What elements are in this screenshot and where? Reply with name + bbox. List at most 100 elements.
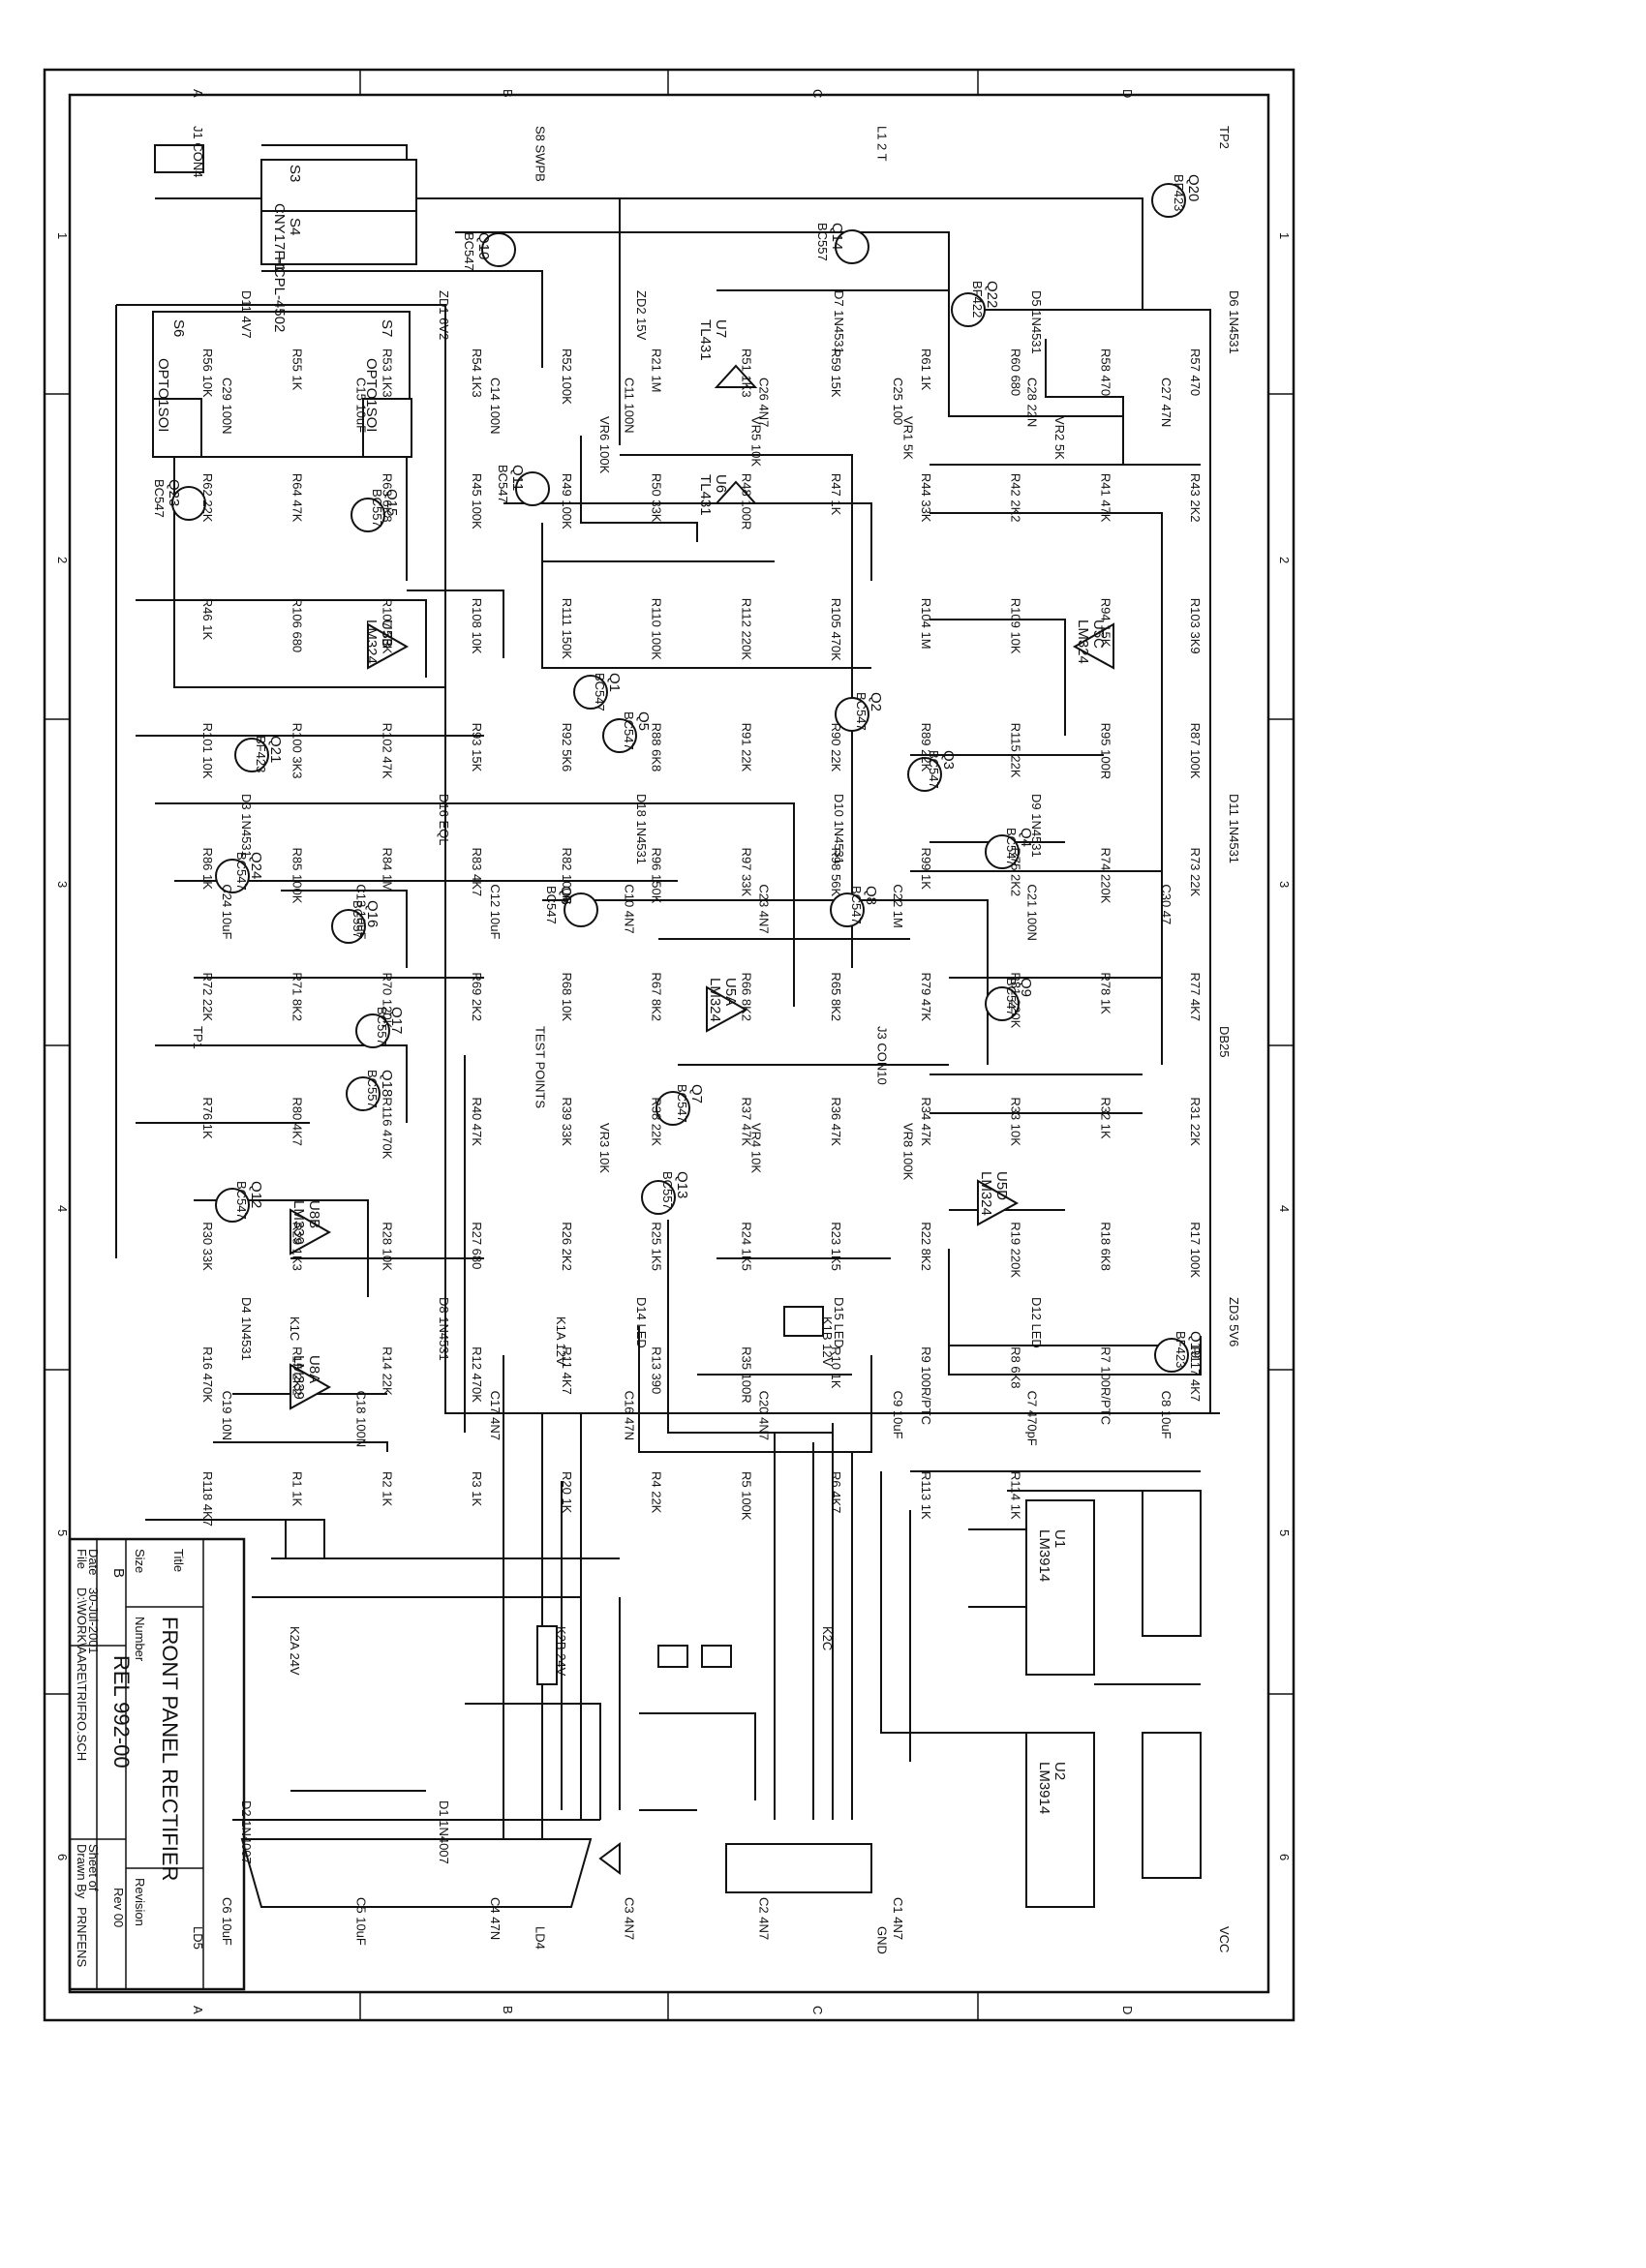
zone-column-label: A (191, 2006, 205, 2014)
resistor-label: R93 15K (470, 723, 484, 772)
zone-row-label: 5 (1277, 1529, 1292, 1536)
transistor-ref: Q23 (166, 479, 182, 506)
transistor-ref: Q16 (364, 900, 381, 927)
resistor-label: R48 100R (739, 473, 753, 530)
resistor-label: R102 47K (380, 723, 394, 779)
resistor-label: R63 6K8 (380, 473, 394, 523)
transistor-part: BF423 (1172, 174, 1186, 211)
resistor-label: R13 390 (650, 1346, 664, 1394)
transistor-ref: Q3 (940, 750, 957, 770)
ic-part: TL431 (697, 474, 714, 516)
zone-column-label: D (1120, 89, 1135, 98)
zone-column-label: C (810, 2006, 825, 2014)
capacitor-label: C11 100N (623, 378, 637, 434)
diode-label: D3 1N4531 (239, 794, 254, 858)
resistor-label: R12 470K (470, 1346, 484, 1403)
zone-row-label: 6 (55, 1854, 70, 1860)
transistor-part: BC557 (370, 489, 384, 528)
diode-label: D6 1N4531 (1227, 290, 1241, 354)
resistor-label: R51 1K3 (739, 348, 753, 398)
capacitor-label: C13 10uF (354, 884, 369, 939)
resistor-label: R99 1K (919, 848, 933, 891)
resistor-label: R95 100R (1098, 723, 1113, 780)
transistor-part: BC557 (351, 900, 365, 939)
resistor-label: R4 22K (650, 1471, 664, 1514)
resistor-label: R45 100K (470, 473, 484, 529)
resistor-label: R86 1K (200, 848, 215, 891)
resistor-label: R1 1K (290, 1471, 305, 1506)
zone-row-label: 5 (55, 1529, 70, 1536)
resistor-label: R33 10K (1009, 1097, 1023, 1146)
j1-connector (154, 144, 204, 173)
resistor-label: R46 1K (200, 598, 215, 641)
resistor-label: R71 8K2 (290, 972, 305, 1021)
transistor-ref: Q21 (267, 736, 284, 763)
resistor-label: R41 47K (1098, 473, 1113, 523)
resistor-label: R74 220K (1098, 848, 1113, 904)
ic-part: LM339 (290, 1200, 307, 1245)
transistor-part: BC547 (593, 673, 607, 711)
capacitor-label: C28 22N (1024, 378, 1039, 427)
transistor-ref: Q11 (509, 465, 526, 491)
resistor-label: R91 22K (739, 723, 753, 772)
transistor-part: BC557 (815, 223, 830, 261)
resistor-label: R83 4K7 (470, 848, 484, 897)
diode-label: D10 1N4531 (832, 794, 846, 864)
resistor-label: R78 1K (1098, 972, 1113, 1014)
misc-label: J1 CON4 (191, 126, 205, 177)
zone-row-label: 3 (1277, 881, 1292, 888)
date-value: 30-Jul-2001 (86, 1588, 101, 1654)
transistor-ref: Q5 (635, 711, 652, 731)
drawn-by-value: PRNFENS (75, 1907, 89, 1967)
resistor-label: R69 2K2 (470, 972, 484, 1021)
transistor-ref: Q6 (558, 886, 574, 905)
resistor-label: R118 4K7 (200, 1471, 215, 1527)
resistor-label: R17 100K (1188, 1222, 1203, 1278)
resistor-label: R35 100R (739, 1346, 753, 1404)
resistor-label: R3 1K (470, 1471, 484, 1506)
transistor-ref: Q20 (1185, 174, 1202, 201)
transistor-ref: Q8 (863, 886, 879, 905)
zone-column-label: B (501, 2006, 515, 2014)
resistor-label: R81 220K (1009, 972, 1023, 1028)
resistor-label: R76 1K (200, 1097, 215, 1139)
capacitor-label: C23 4N7 (756, 884, 771, 933)
misc-label: TEST POINTS (533, 1026, 547, 1108)
resistor-label: R103 3K9 (1188, 598, 1203, 654)
opto-ref: S6 (170, 319, 187, 337)
opto-ref: S3 (287, 165, 303, 182)
resistor-label: R44 33K (919, 473, 933, 523)
capacitor-label: C16 47N (623, 1391, 637, 1440)
resistor-label: R116 470K (380, 1097, 394, 1159)
title-heading: Title (171, 1549, 186, 1572)
misc-label: VCC (1217, 1926, 1232, 1952)
resistor-label: R40 47K (470, 1097, 484, 1146)
ic-part: TL431 (697, 319, 714, 361)
transistor-ref: Q14 (829, 223, 845, 250)
potentiometer-label: VR4 10K (749, 1123, 764, 1173)
capacitor-label: C4 47N (488, 1897, 503, 1940)
transistor-part: BC557 (660, 1171, 675, 1210)
transistor-ref: Q18 (379, 1070, 395, 1097)
capacitor-label: C1 4N7 (891, 1897, 905, 1940)
resistor-label: R67 8K2 (650, 972, 664, 1021)
diode-label: D15 LED (832, 1297, 846, 1348)
zone-row-label: 6 (1277, 1854, 1292, 1860)
ic-ref: U1 (1052, 1529, 1068, 1548)
transistor-ref: Q19 (1187, 1331, 1204, 1358)
resistor-label: R32 1K (1098, 1097, 1113, 1139)
diode-label: D11 1N4531 (1227, 794, 1241, 863)
ic-part: LM324 (707, 978, 723, 1022)
diode-label: D7 1N4531 (832, 290, 846, 354)
transistor-ref: Q9 (1018, 978, 1034, 997)
transistor-ref: Q24 (248, 852, 264, 879)
misc-label: GND (875, 1926, 890, 1954)
capacitor-label: C7 470pF (1024, 1391, 1039, 1446)
resistor-label: R75 2K2 (1009, 848, 1023, 897)
resistor-label: R77 4K7 (1188, 972, 1203, 1021)
u1-ic-body (1025, 1499, 1095, 1676)
resistor-label: R53 1K3 (380, 348, 394, 398)
capacitor-label: C22 1M (891, 884, 905, 928)
